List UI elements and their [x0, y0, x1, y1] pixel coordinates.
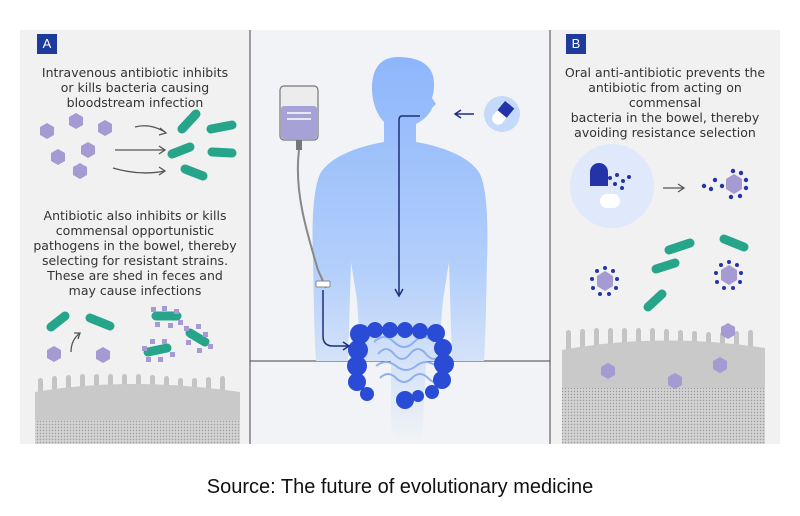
- text-line: Intravenous antibiotic inhibits: [41, 65, 229, 80]
- iv-drip-chamber: [296, 140, 302, 150]
- text-line: bacteria in the bowel, thereby: [570, 110, 760, 125]
- text-line: may cause infections: [68, 283, 202, 298]
- source-caption: Source: The future of evolutionary medic…: [206, 476, 594, 498]
- neutralized-antibiotic-clusters: [590, 260, 743, 296]
- arrows-to-bacteria: [112, 125, 168, 176]
- capsule-closeup-circle: [570, 144, 654, 228]
- text-line: These are shed in feces and: [47, 268, 223, 283]
- text-line: Antibiotic also inhibits or kills: [43, 208, 227, 223]
- panel-b-text-top: Oral anti-antibiotic prevents the antibi…: [553, 65, 777, 140]
- gut-tissue-right: [562, 388, 765, 444]
- text-line: bloodstream infection: [66, 95, 204, 110]
- bacteria-protected: [643, 234, 749, 312]
- pathogens-right: [601, 323, 735, 389]
- gut-bacteria-left: [46, 311, 210, 357]
- capsule-open-icon: [590, 163, 631, 208]
- colon: [347, 322, 454, 409]
- text-line: commensal opportunistic: [55, 223, 215, 238]
- panel-b-badge: B: [566, 34, 586, 54]
- iv-route-arrow-head: [342, 341, 351, 351]
- panel-a-background: [20, 30, 250, 444]
- panel-a-badge: A: [37, 34, 57, 54]
- arrow-mutation: [70, 332, 81, 353]
- oral-route-arrow-head: [394, 288, 404, 298]
- gut-tissue-left: [35, 420, 240, 444]
- pathogens-top-left: [40, 113, 112, 179]
- iv-bag-fluid: [281, 106, 317, 139]
- panel-a-text-mid: Antibiotic also inhibits or kills commen…: [25, 208, 245, 298]
- text-line: or kills bacteria causing: [60, 80, 210, 95]
- iv-tube: [296, 149, 327, 289]
- arrow-to-binder-head: [677, 183, 686, 193]
- human-silhouette: [312, 57, 488, 444]
- bacteria-bloodstream: [167, 109, 237, 181]
- text-line: Oral anti-antibiotic prevents the: [564, 65, 766, 80]
- arrow-to-mouth-head: [453, 109, 462, 119]
- text-line: avoiding resistance selection: [574, 125, 756, 140]
- iv-cannula: [315, 280, 331, 288]
- capsule-icon: [492, 100, 515, 125]
- binder-molecule: [701, 168, 749, 200]
- pathogens-bowel-left: [47, 346, 110, 363]
- text-line: selecting for resistant strains.: [41, 253, 229, 268]
- small-intestine: [373, 336, 443, 383]
- panel-a-text-top: Intravenous antibiotic inhibits or kills…: [25, 65, 245, 110]
- oral-route-arrow: [398, 115, 420, 294]
- resistant-strain-markers: [142, 306, 213, 362]
- diagram-canvas: [20, 30, 780, 444]
- text-line: pathogens in the bowel, thereby: [33, 238, 237, 253]
- iv-route-arrow: [322, 290, 348, 347]
- text-line: antibiotic from acting on commensal: [588, 80, 742, 110]
